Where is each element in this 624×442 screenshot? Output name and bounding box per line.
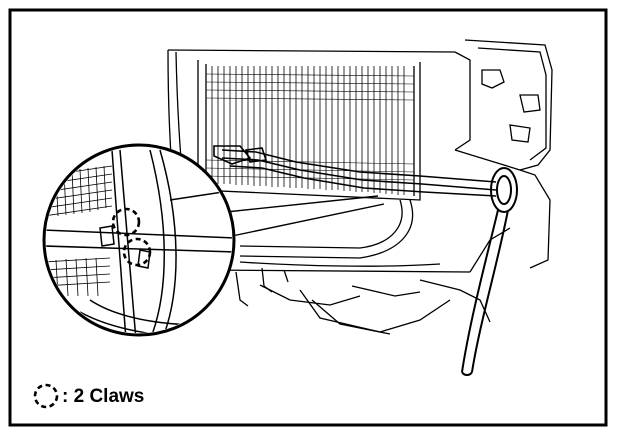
legend-claw-marker xyxy=(33,383,59,409)
diagram-border xyxy=(8,8,608,427)
evaporator-hatch xyxy=(205,73,415,181)
hvac-housing xyxy=(167,39,553,335)
connector-grommet xyxy=(461,167,518,376)
legend-label: : 2 Claws xyxy=(62,386,145,407)
leader-lines xyxy=(225,195,385,237)
detail-magnifier xyxy=(42,143,236,337)
claw-marker-2 xyxy=(122,237,152,267)
claw-marker-1 xyxy=(111,207,141,237)
evaporator-fins xyxy=(211,66,405,195)
wire-harness xyxy=(213,145,497,197)
